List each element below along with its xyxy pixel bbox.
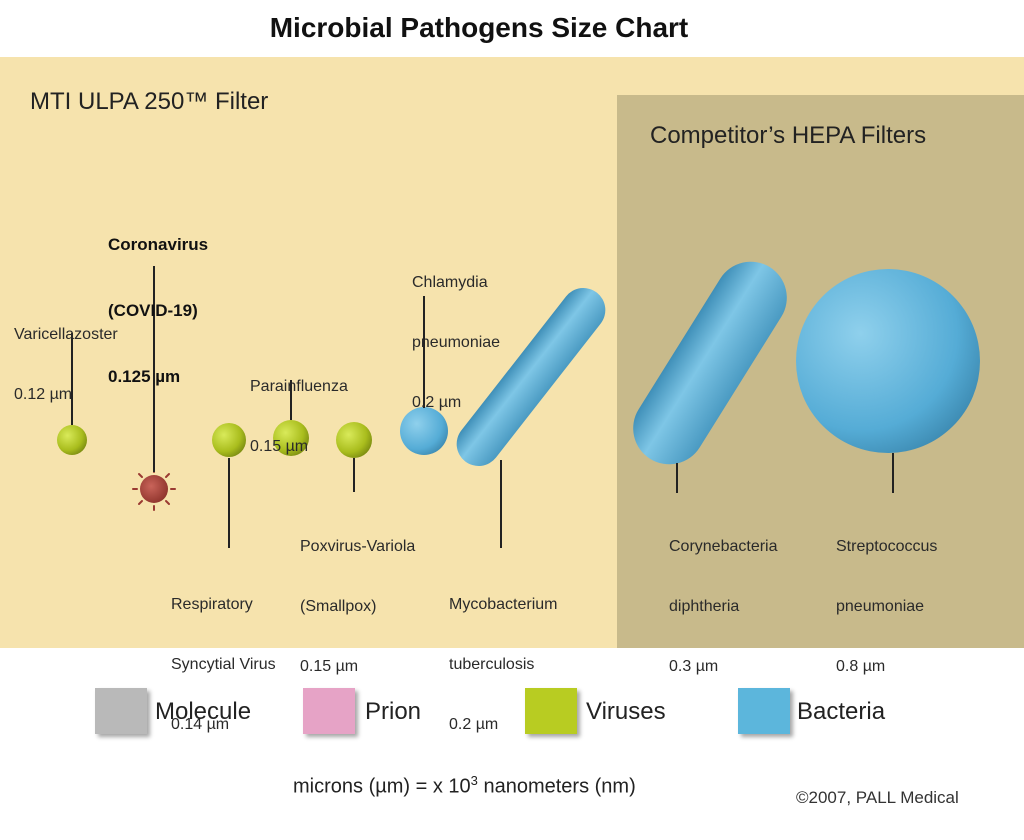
poxvirus-leader (353, 458, 355, 492)
rsv-label: Respiratory Syncytial Virus 0.14 µm (171, 596, 276, 733)
rsv-leader (228, 458, 230, 548)
chlamydia-particle (400, 407, 448, 455)
mycobacterium-rod (456, 288, 606, 466)
mycobacterium-label: Mycobacterium tuberculosis 0.2 µm (449, 596, 558, 733)
varicellazoster-particle (57, 425, 87, 455)
varicellazoster-label: Varicellazoster 0.12 µm (14, 326, 118, 403)
legend-label-viruses: Viruses (586, 698, 666, 725)
hepa-filter-label: Competitor’s HEPA Filters (650, 122, 927, 149)
ulpa-filter-label: MTI ULPA 250™ Filter (30, 88, 269, 115)
coronavirus-particle (132, 467, 176, 511)
corynebacteria-label: Corynebacteria diphtheria 0.3 µm (669, 538, 778, 675)
legend-swatch-prion (303, 688, 355, 734)
chlamydia-label: Chlamydia pneumoniae 0.2 µm (412, 274, 501, 411)
coronavirus-label: Coronavirus (COVID-19) 0.125 µm (108, 235, 209, 386)
streptococcus-label: Streptococcus pneumoniae 0.8 µm (836, 538, 938, 675)
legend-label-molecule: Molecule (155, 698, 252, 725)
parainfluenza-leader (290, 380, 292, 420)
rsv-particle (212, 423, 246, 457)
streptococcus-leader (892, 453, 894, 493)
poxvirus-particle (336, 422, 372, 458)
legend: Molecule Prion Viruses Bacteria (0, 684, 1024, 744)
mycobacterium-leader (500, 460, 502, 548)
streptococcus-sphere (796, 269, 980, 453)
legend-label-prion: Prion (365, 698, 422, 725)
chart-title: Microbial Pathogens Size Chart (269, 12, 689, 43)
corynebacteria-leader (676, 463, 678, 493)
corynebacteria-rod (633, 261, 787, 465)
legend-swatch-bacteria (738, 688, 790, 734)
poxvirus-label: Poxvirus-Variola (Smallpox) 0.15 µm (300, 538, 416, 675)
legend-swatch-viruses (525, 688, 577, 734)
coronavirus-leader (153, 266, 155, 472)
chlamydia-leader (423, 296, 425, 408)
unit-footnote: microns (µm) = x 103 nanometers (nm) (293, 773, 636, 798)
varicellazoster-leader (71, 333, 73, 425)
copyright-notice: ©2007, PALL Medical (796, 788, 959, 807)
parainfluenza-particle (273, 420, 309, 456)
legend-swatch-molecule (95, 688, 147, 734)
legend-label-bacteria: Bacteria (797, 698, 886, 725)
parainfluenza-label: Parainfluenza 0.15 µm (250, 378, 348, 455)
